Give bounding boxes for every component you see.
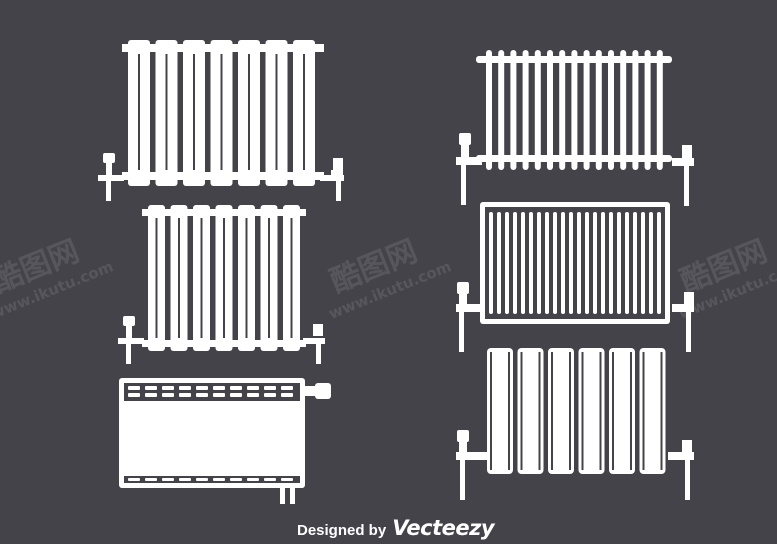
radiator-column-pipes — [456, 50, 694, 206]
credit-line: Designed by Vecteezy — [297, 516, 495, 544]
radiator-tall-sections — [98, 40, 344, 201]
credit-brand-logo: Vecteezy — [392, 516, 495, 540]
radiator-medium-sections — [118, 205, 325, 364]
radiator-grille-panel — [456, 202, 694, 352]
radiator-panel-convector — [119, 378, 331, 504]
credit-prefix: Designed by — [297, 522, 387, 539]
radiator-wide-sections — [456, 348, 694, 500]
